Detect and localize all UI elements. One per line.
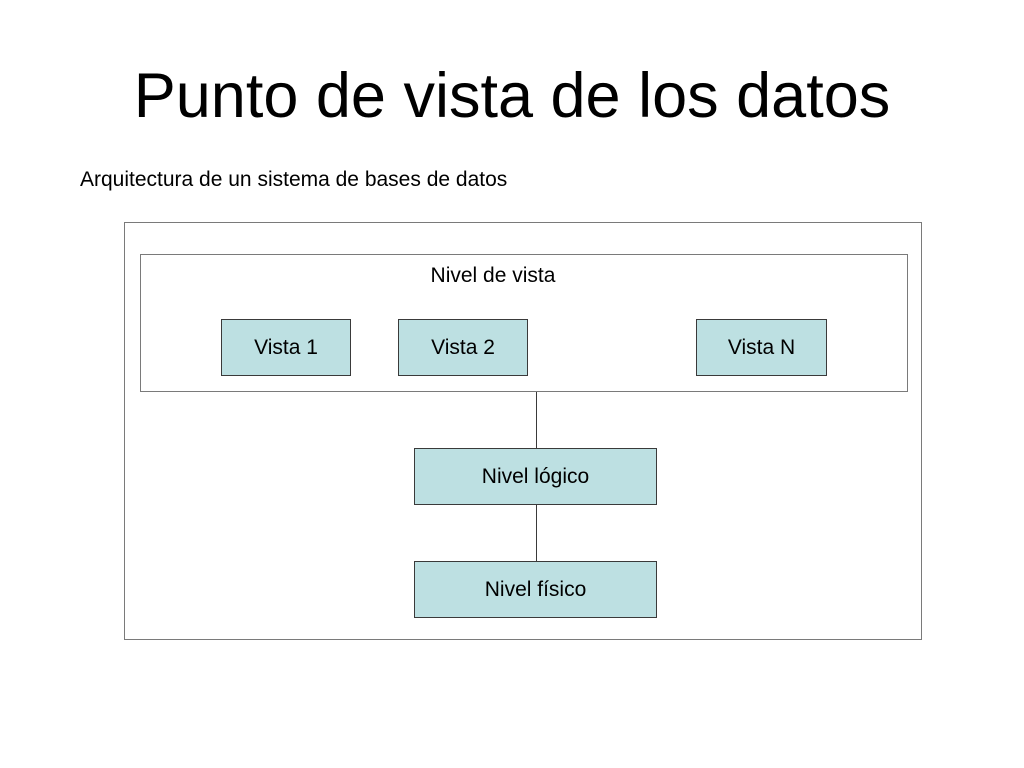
view-1-box: Vista 1 bbox=[221, 319, 351, 376]
view-2-box: Vista 2 bbox=[398, 319, 528, 376]
diagram-subtitle: Arquitectura de un sistema de bases de d… bbox=[80, 168, 508, 191]
architecture-frame bbox=[124, 222, 922, 640]
physical-level-box: Nivel físico bbox=[414, 561, 657, 618]
view-level-container bbox=[140, 254, 908, 392]
slide-title: Punto de vista de los datos bbox=[133, 61, 891, 131]
logical-level-box: Nivel lógico bbox=[414, 448, 657, 505]
view-level-label: Nivel de vista bbox=[430, 264, 556, 287]
connector-logical-to-physical bbox=[536, 505, 537, 561]
connector-view-to-logical bbox=[536, 392, 537, 448]
view-n-box: Vista N bbox=[696, 319, 827, 376]
